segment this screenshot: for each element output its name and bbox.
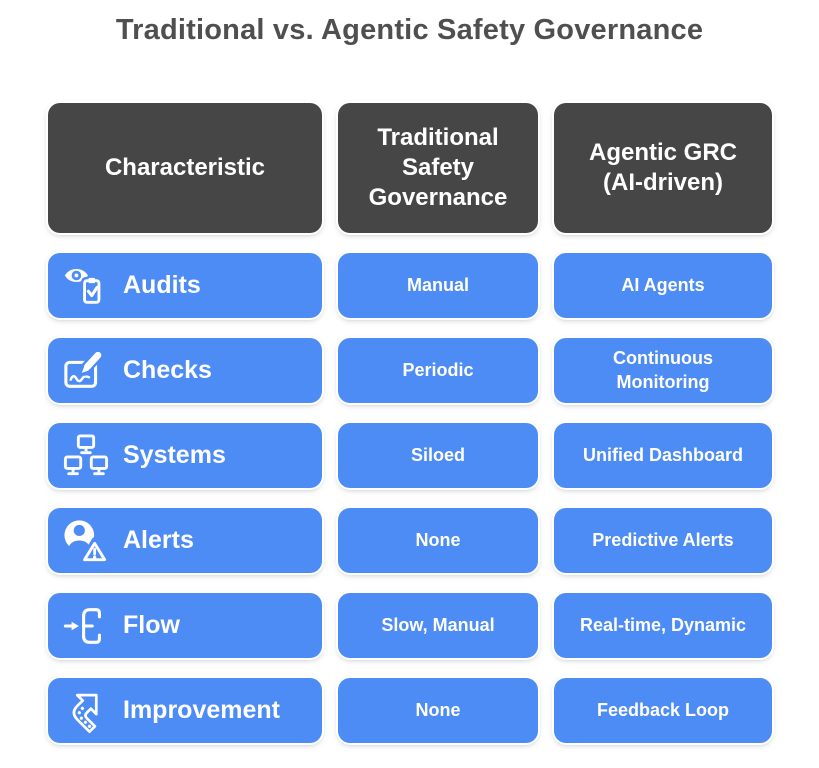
- agentic-value-systems: Unified Dashboard: [554, 423, 772, 488]
- agentic-value-audits: AI Agents: [554, 253, 772, 318]
- user-warning-icon: [63, 518, 109, 564]
- header-characteristic: Characteristic: [48, 103, 322, 233]
- signature-pencil-icon: [63, 347, 109, 394]
- traditional-value-systems: Siloed: [338, 423, 538, 488]
- header-agentic: Agentic GRC (AI-driven): [554, 103, 772, 233]
- row-label-text: Alerts: [123, 526, 194, 554]
- row-label-audits: Audits: [48, 253, 322, 318]
- header-traditional: Traditional Safety Governance: [338, 103, 538, 233]
- flow-branch-icon: [63, 603, 109, 649]
- traditional-value-checks: Periodic: [338, 338, 538, 403]
- page-title: Traditional vs. Agentic Safety Governanc…: [115, 14, 704, 46]
- agentic-value-checks: Continuous Monitoring: [554, 338, 772, 403]
- network-monitors-icon: [63, 433, 109, 479]
- row-label-text: Flow: [123, 611, 180, 639]
- row-label-improvement: Improvement: [48, 678, 322, 743]
- row-label-flow: Flow: [48, 593, 322, 658]
- comparison-table: Characteristic Traditional Safety Govern…: [48, 103, 772, 743]
- row-label-alerts: Alerts: [48, 508, 322, 573]
- agentic-value-improvement: Feedback Loop: [554, 678, 772, 743]
- route-arrow-icon: [63, 688, 109, 734]
- traditional-value-audits: Manual: [338, 253, 538, 318]
- agentic-value-alerts: Predictive Alerts: [554, 508, 772, 573]
- row-label-text: Systems: [123, 441, 226, 469]
- agentic-value-flow: Real-time, Dynamic: [554, 593, 772, 658]
- traditional-value-flow: Slow, Manual: [338, 593, 538, 658]
- row-label-text: Checks: [123, 356, 212, 384]
- traditional-value-improvement: None: [338, 678, 538, 743]
- traditional-value-alerts: None: [338, 508, 538, 573]
- row-label-text: Improvement: [123, 696, 280, 724]
- row-label-text: Audits: [123, 271, 201, 299]
- audit-eye-clipboard-icon: [63, 263, 109, 309]
- row-label-checks: Checks: [48, 338, 322, 403]
- row-label-systems: Systems: [48, 423, 322, 488]
